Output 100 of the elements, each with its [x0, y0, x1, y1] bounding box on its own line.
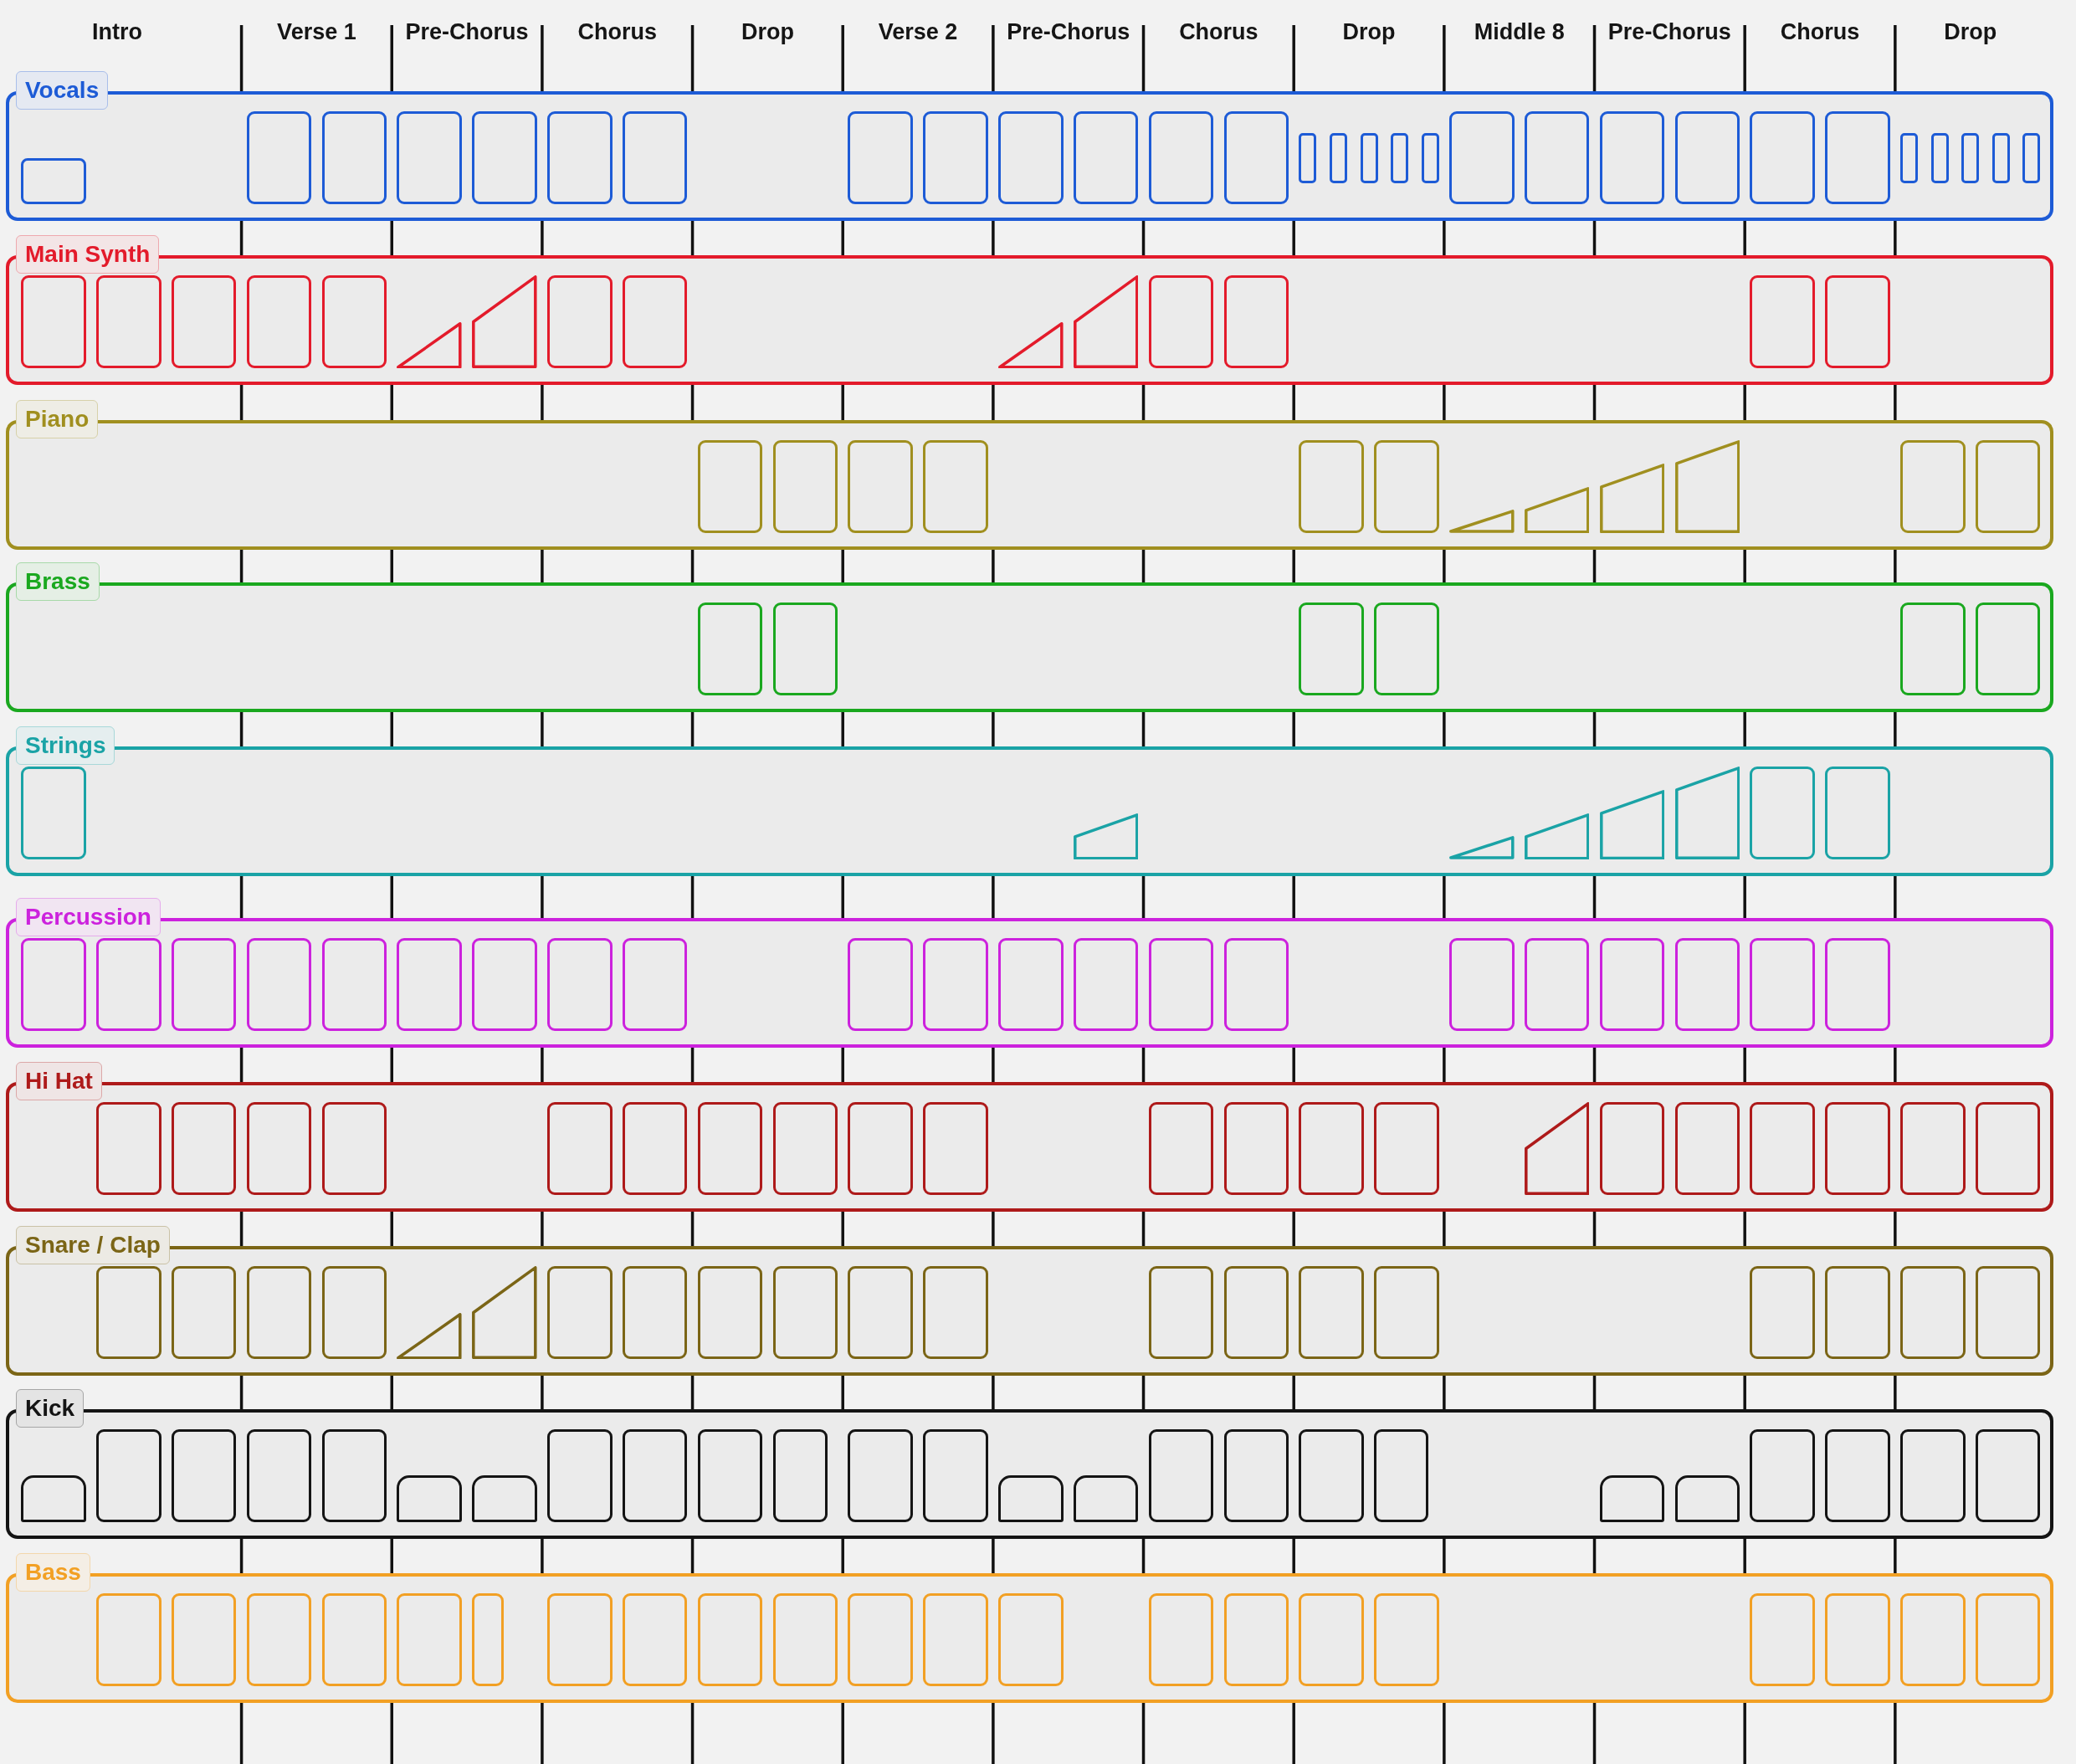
ramp-block [1449, 836, 1515, 859]
section-heading: Verse 1 [277, 18, 356, 46]
clip-block [171, 275, 237, 368]
clip-block [1148, 1266, 1214, 1359]
clip-block [321, 938, 387, 1031]
ramp-block [472, 1266, 537, 1359]
clip-block [397, 1475, 462, 1522]
clip-block [697, 1429, 763, 1522]
clip-block [1900, 1593, 1966, 1686]
clip-block [772, 603, 838, 695]
clip-block [21, 1475, 86, 1522]
clip-block [1900, 1102, 1966, 1195]
clip-block [1930, 132, 1949, 183]
clip-block [697, 1266, 763, 1359]
clip-block [1599, 1475, 1665, 1522]
clip-block [246, 1102, 312, 1195]
clip-block [848, 1593, 913, 1686]
clip-block [1599, 111, 1665, 204]
clip-block [321, 111, 387, 204]
clip-block [848, 1102, 913, 1195]
ramp-block [1073, 813, 1139, 859]
clip-block [848, 1429, 913, 1522]
clip-block [697, 1593, 763, 1686]
track-label: Percussion [16, 898, 161, 936]
clip-block [1750, 275, 1815, 368]
section-heading: Verse 2 [878, 18, 958, 46]
clip-block [622, 111, 688, 204]
clip-block [1825, 1593, 1890, 1686]
clip-block [1148, 938, 1214, 1031]
clip-block [1299, 1429, 1364, 1522]
clip-block [1148, 111, 1214, 204]
clip-block [1299, 603, 1364, 695]
ramp-block [1524, 486, 1590, 533]
clip-block [848, 1266, 913, 1359]
clip-block [1223, 1429, 1289, 1522]
clip-block [96, 1593, 161, 1686]
clip-block [1750, 1102, 1815, 1195]
clip-block [1975, 603, 2041, 695]
clip-block [1750, 1429, 1815, 1522]
section-heading: Drop [1944, 18, 1997, 46]
clip-block [1900, 440, 1966, 533]
clip-block [1599, 1102, 1665, 1195]
clip-block [547, 111, 613, 204]
clip-block [1975, 1429, 2041, 1522]
section-heading: Intro [92, 18, 142, 46]
clip-block [772, 1429, 828, 1522]
clip-block [1223, 938, 1289, 1031]
clip-block [1524, 938, 1590, 1031]
clip-block [1148, 1429, 1214, 1522]
clip-block [547, 1593, 613, 1686]
clip-block [1900, 132, 1919, 183]
clip-block [1524, 111, 1590, 204]
ramp-block [1674, 440, 1740, 533]
clip-block [998, 1593, 1064, 1686]
clip-block [321, 275, 387, 368]
clip-block [1991, 132, 2010, 183]
clip-block [1223, 1266, 1289, 1359]
section-heading: Chorus [1780, 18, 1860, 46]
ramp-block [1599, 463, 1665, 533]
clip-block [1825, 1266, 1890, 1359]
clip-block [697, 440, 763, 533]
section-heading: Drop [741, 18, 794, 46]
clip-block [21, 158, 86, 204]
clip-block [1825, 1429, 1890, 1522]
clip-block [96, 1102, 161, 1195]
section-heading: Chorus [577, 18, 657, 46]
clip-block [96, 1266, 161, 1359]
clip-block [1961, 132, 1980, 183]
track-label: Kick [16, 1389, 85, 1428]
clip-block [1073, 938, 1139, 1031]
clip-block [1599, 938, 1665, 1031]
clip-block [848, 938, 913, 1031]
clip-block [998, 1475, 1064, 1522]
clip-block [321, 1429, 387, 1522]
ramp-block [472, 275, 537, 368]
clip-block [1825, 938, 1890, 1031]
clip-block [1223, 1593, 1289, 1686]
clip-block [1374, 1429, 1429, 1522]
track-label: Hi Hat [16, 1062, 102, 1100]
clip-block [1299, 1102, 1364, 1195]
clip-block [547, 1266, 613, 1359]
clip-block [1674, 1102, 1740, 1195]
ramp-block [1073, 275, 1139, 368]
clip-block [1374, 1593, 1439, 1686]
clip-block [472, 938, 537, 1031]
clip-block [1421, 132, 1439, 183]
clip-block [1223, 275, 1289, 368]
clip-block [1674, 111, 1740, 204]
clip-block [321, 1593, 387, 1686]
clip-block [622, 1429, 688, 1522]
clip-block [96, 938, 161, 1031]
clip-block [622, 1102, 688, 1195]
ramp-block [397, 321, 462, 368]
ramp-block [1674, 767, 1740, 859]
section-heading: Chorus [1179, 18, 1258, 46]
clip-block [622, 1266, 688, 1359]
clip-block [246, 275, 312, 368]
clip-block [472, 1475, 537, 1522]
track-label: Snare / Clap [16, 1226, 170, 1264]
section-heading: Pre-Chorus [1607, 18, 1731, 46]
